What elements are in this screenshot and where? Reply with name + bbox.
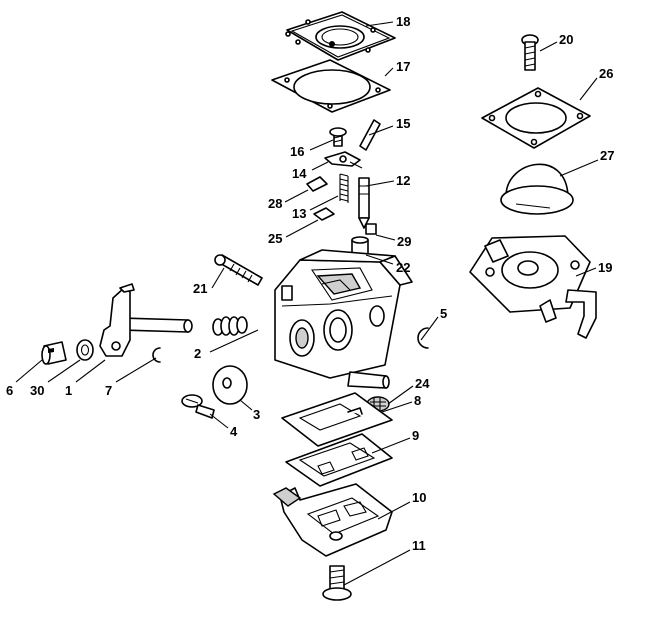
callout-18: 18 <box>396 14 410 29</box>
callout-30: 30 <box>30 383 44 398</box>
callout-7: 7 <box>105 383 112 398</box>
part-10-cover <box>272 483 393 557</box>
callout-13: 13 <box>292 206 306 221</box>
part-21-screw <box>214 254 263 286</box>
callout-1: 1 <box>65 383 72 398</box>
part-11-screw <box>322 565 352 601</box>
part-1-throttle-shaft <box>99 283 193 357</box>
callout-2: 2 <box>194 346 201 361</box>
part-14-lever <box>324 151 363 169</box>
callout-20: 20 <box>559 32 573 47</box>
callout-24: 24 <box>415 376 430 391</box>
callout-25: 25 <box>268 231 282 246</box>
callout-16: 16 <box>290 144 304 159</box>
callout-22: 22 <box>396 260 410 275</box>
callout-19: 19 <box>598 260 612 275</box>
part-27-primer-bulb <box>500 163 574 215</box>
callout-5: 5 <box>440 306 447 321</box>
callout-6: 6 <box>6 383 13 398</box>
part-6-cap <box>41 341 67 365</box>
part-20-screw <box>521 34 539 71</box>
part-9-gasket <box>285 433 393 487</box>
callout-3: 3 <box>253 407 260 422</box>
part-17-gasket <box>271 59 391 113</box>
part-26-flange <box>481 87 591 149</box>
callout-8: 8 <box>414 393 421 408</box>
part-7-circlip <box>152 347 161 363</box>
callout-21: 21 <box>193 281 207 296</box>
fuel-tube <box>347 371 390 389</box>
part-30-washer <box>76 339 94 361</box>
callout-labels: 18 17 15 16 14 12 28 13 25 29 22 21 2 5 … <box>6 14 614 553</box>
callout-27: 27 <box>600 148 614 163</box>
part-29-nozzle <box>365 223 377 235</box>
part-4-screw <box>181 394 215 419</box>
callout-10: 10 <box>412 490 426 505</box>
part-16-screw <box>329 127 347 147</box>
callout-17: 17 <box>396 59 410 74</box>
callout-11: 11 <box>412 538 426 553</box>
part-28-clip <box>306 176 328 192</box>
callout-26: 26 <box>599 66 613 81</box>
part-8-diaphragm <box>281 392 393 447</box>
carburetor-body <box>274 249 413 379</box>
part-3-cap <box>212 365 248 405</box>
callout-9: 9 <box>412 428 419 443</box>
callout-29: 29 <box>397 234 411 249</box>
leader-lines <box>15 21 599 586</box>
callout-14: 14 <box>292 166 307 181</box>
part-18-diaphragm <box>285 11 396 61</box>
callout-12: 12 <box>396 173 410 188</box>
callout-4: 4 <box>230 424 238 439</box>
part-13-spring <box>339 173 349 203</box>
part-19-pump-housing <box>469 235 597 339</box>
callout-15: 15 <box>396 116 410 131</box>
part-2-spring <box>212 316 248 336</box>
callout-28: 28 <box>268 196 282 211</box>
part-25-clip <box>313 207 335 221</box>
